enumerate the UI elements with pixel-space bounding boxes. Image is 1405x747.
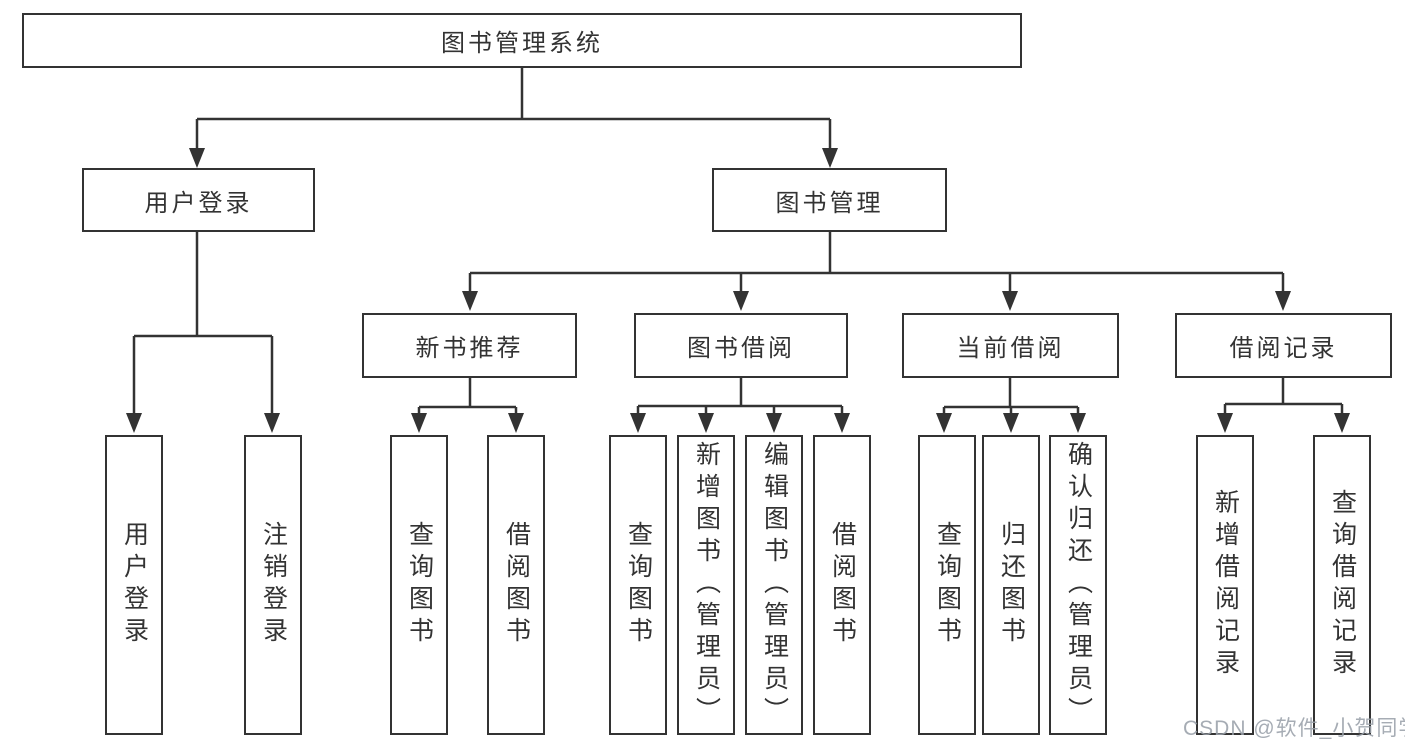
- arrowhead-icon: [936, 413, 952, 433]
- arrowhead-icon: [1003, 413, 1019, 433]
- connector-bookmgmt-to-level3: [468, 232, 1285, 293]
- arrowhead-icon: [733, 291, 749, 311]
- leaf-query-borrow-record-label: 查询借阅记录: [1328, 489, 1357, 681]
- connector-userlogin-to-leaves: [132, 232, 274, 415]
- leaf-add-borrow-record: 新增借阅记录: [1196, 435, 1254, 735]
- connector-root-to-level2: [195, 68, 832, 150]
- leaf-borrow-books-label: 借阅图书: [828, 521, 857, 649]
- leaf-query-borrow-record: 查询借阅记录: [1313, 435, 1371, 735]
- leaf-add-books-admin: 新增图书（管理员）: [677, 435, 735, 735]
- leaf-add-books-admin-label: 新增图书（管理员）: [692, 441, 721, 729]
- leaf-user-login-label: 用户登录: [120, 521, 149, 649]
- arrowhead-icon: [1070, 413, 1086, 433]
- leaf-logout-label: 注销登录: [259, 521, 288, 649]
- arrowhead-icon: [766, 413, 782, 433]
- arrowhead-icon: [126, 413, 142, 433]
- arrowhead-icon: [1002, 291, 1018, 311]
- csdn-watermark: CSDN @软件_小贺同学: [1183, 717, 1405, 740]
- leaf-confirm-return-admin-label: 确认归还（管理员）: [1064, 441, 1093, 729]
- arrowhead-icon: [264, 413, 280, 433]
- node-book-management: 图书管理: [712, 168, 947, 232]
- arrowhead-icon: [834, 413, 850, 433]
- arrowhead-icon: [411, 413, 427, 433]
- arrowhead-icon: [1275, 291, 1291, 311]
- connector-records-to-leaves: [1223, 378, 1344, 415]
- leaf-edit-books-admin-label: 编辑图书（管理员）: [760, 441, 789, 729]
- node-borrowing-records: 借阅记录: [1175, 313, 1392, 378]
- leaf-borrow-books: 借阅图书: [813, 435, 871, 735]
- arrowhead-icon: [630, 413, 646, 433]
- leaf-newbook-borrow-books: 借阅图书: [487, 435, 545, 735]
- connector-newbook-to-leaves: [417, 378, 518, 415]
- leaf-newbook-query-books-label: 查询图书: [405, 521, 434, 649]
- leaf-current-query-books-label: 查询图书: [933, 521, 962, 649]
- arrowhead-icon: [508, 413, 524, 433]
- leaf-add-borrow-record-label: 新增借阅记录: [1211, 489, 1240, 681]
- arrowhead-icon: [698, 413, 714, 433]
- leaf-confirm-return-admin: 确认归还（管理员）: [1049, 435, 1107, 735]
- connector-borrow-to-leaves: [636, 378, 844, 415]
- node-current-borrowing: 当前借阅: [902, 313, 1119, 378]
- leaf-newbook-query-books: 查询图书: [390, 435, 448, 735]
- leaf-return-books: 归还图书: [982, 435, 1040, 735]
- arrowhead-icon: [1334, 413, 1350, 433]
- arrowhead-icon: [822, 148, 838, 168]
- leaf-user-login: 用户登录: [105, 435, 163, 735]
- arrowhead-icon: [462, 291, 478, 311]
- arrowhead-icon: [189, 148, 205, 168]
- node-new-book-recommend: 新书推荐: [362, 313, 577, 378]
- leaf-edit-books-admin: 编辑图书（管理员）: [745, 435, 803, 735]
- leaf-logout: 注销登录: [244, 435, 302, 735]
- leaf-newbook-borrow-books-label: 借阅图书: [502, 521, 531, 649]
- leaf-borrow-query-books-label: 查询图书: [624, 521, 653, 649]
- connector-current-to-leaves: [942, 378, 1080, 415]
- node-book-borrowing: 图书借阅: [634, 313, 848, 378]
- node-root-system: 图书管理系统: [22, 13, 1022, 68]
- leaf-borrow-query-books: 查询图书: [609, 435, 667, 735]
- arrowhead-icon: [1217, 413, 1233, 433]
- node-user-login: 用户登录: [82, 168, 315, 232]
- leaf-current-query-books: 查询图书: [918, 435, 976, 735]
- leaf-return-books-label: 归还图书: [997, 521, 1026, 649]
